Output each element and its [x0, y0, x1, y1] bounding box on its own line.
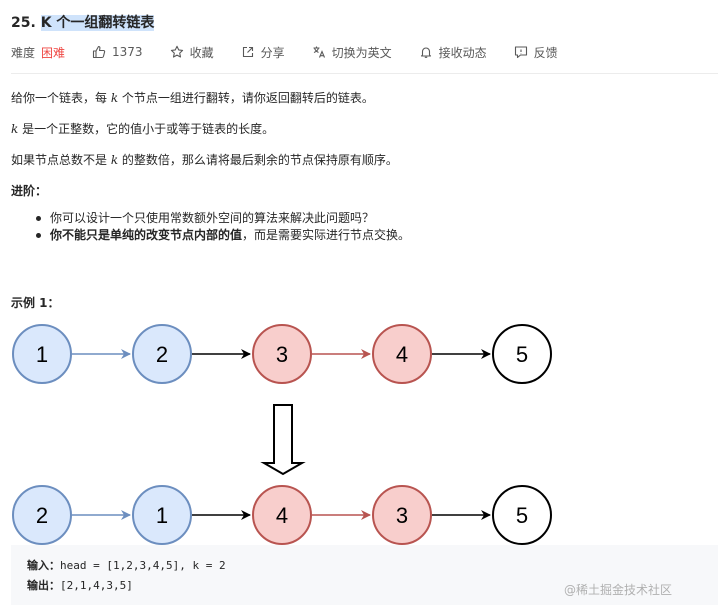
switch-language-label: 切换为英文 [331, 45, 392, 60]
node-label: 3 [276, 342, 288, 367]
difficulty-value: 困难 [41, 45, 66, 60]
advanced-heading: 进阶： [11, 184, 48, 198]
node: 4 [372, 324, 432, 384]
advanced-list: 你可以设计一个只使用常数额外空间的算法来解决此问题吗？ 你不能只是单纯的改变节点… [11, 210, 410, 244]
node: 2 [12, 485, 72, 545]
feedback-button[interactable]: 反馈 [514, 44, 558, 61]
like-button[interactable]: 1373 [92, 45, 143, 59]
desc-text: 是一个正整数，它的值小于或等于链表的长度。 [18, 122, 275, 136]
var-k: k [110, 91, 119, 105]
node-label: 1 [156, 503, 168, 528]
node: 3 [372, 485, 432, 545]
translate-icon [312, 45, 326, 59]
description-p3: 如果节点总数不是 k 的整数倍，那么请将最后剩余的节点保持原有顺序。 [11, 151, 398, 169]
node-label: 3 [396, 503, 408, 528]
node: 1 [132, 485, 192, 545]
list-item-bold: 你不能只是单纯的改变节点内部的值 [50, 228, 243, 242]
bell-icon [419, 45, 433, 59]
list-item: 你不能只是单纯的改变节点内部的值，而是需要实际进行节点交换。 [11, 227, 410, 244]
difficulty-label: 难度 [11, 45, 36, 60]
problem-title: 25. K 个一组翻转链表 [11, 13, 155, 33]
star-icon [170, 45, 184, 59]
desc-text: 给你一个链表，每 [11, 91, 111, 105]
input-label: 输入： [27, 559, 60, 572]
example-code-block: 输入：head = [1,2,3,4,5], k = 2 输出：[2,1,4,3… [11, 545, 718, 605]
favorite-button[interactable]: 收藏 [170, 44, 214, 61]
problem-number: 25. [11, 15, 36, 31]
share-button[interactable]: 分享 [241, 44, 285, 61]
input-line: 输入：head = [1,2,3,4,5], k = 2 [27, 557, 226, 573]
list-item-text: ，而是需要实际进行节点交换。 [242, 228, 411, 242]
problem-title-text: K 个一组翻转链表 [40, 15, 155, 31]
output-label: 输出： [27, 579, 60, 592]
output-value: [2,1,4,3,5] [60, 579, 133, 592]
desc-text: 的整数倍，那么请将最后剩余的节点保持原有顺序。 [118, 153, 398, 167]
node-label: 2 [156, 342, 168, 367]
share-icon [241, 45, 255, 59]
list-item: 你可以设计一个只使用常数额外空间的算法来解决此问题吗？ [11, 210, 410, 227]
watermark: @稀土掘金技术社区 [564, 583, 673, 597]
switch-language-button[interactable]: 切换为英文 [312, 44, 392, 61]
thumbs-up-icon [92, 45, 106, 59]
input-value: head = [1,2,3,4,5], k = 2 [60, 559, 226, 572]
notify-label: 接收动态 [438, 45, 487, 60]
node-label: 4 [276, 503, 288, 528]
node: 3 [252, 324, 312, 384]
down-arrow-icon [260, 404, 306, 476]
desc-text: 个节点一组进行翻转，请你返回翻转后的链表。 [118, 91, 374, 105]
example-heading: 示例 1： [11, 296, 60, 310]
like-count: 1373 [112, 45, 143, 59]
node-label: 1 [36, 342, 48, 367]
node-label: 2 [36, 503, 48, 528]
output-line: 输出：[2,1,4,3,5] [27, 577, 133, 593]
description-p1: 给你一个链表，每 k 个节点一组进行翻转，请你返回翻转后的链表。 [11, 89, 374, 107]
favorite-label: 收藏 [189, 45, 214, 60]
node: 1 [12, 324, 72, 384]
list-item-text: 你可以设计一个只使用常数额外空间的算法来解决此问题吗？ [50, 211, 375, 225]
node-label: 4 [396, 342, 408, 367]
share-label: 分享 [260, 45, 285, 60]
feedback-icon [514, 45, 528, 59]
node-label: 5 [516, 503, 528, 528]
node: 2 [132, 324, 192, 384]
var-k: k [11, 122, 19, 136]
node: 5 [492, 324, 552, 384]
var-k: k [110, 153, 119, 167]
node: 4 [252, 485, 312, 545]
linked-list-diagram: 1 2 3 4 5 2 1 4 3 5 [12, 324, 552, 545]
node-label: 5 [516, 342, 528, 367]
problem-meta-bar: 难度 困难 1373 收藏 分享 切换为英文 接收动态 反馈 [11, 43, 585, 61]
feedback-label: 反馈 [533, 45, 558, 60]
meta-divider [11, 73, 718, 74]
difficulty: 难度 困难 [11, 44, 65, 61]
notify-button[interactable]: 接收动态 [419, 44, 487, 61]
desc-text: 如果节点总数不是 [11, 153, 111, 167]
description-p2: k 是一个正整数，它的值小于或等于链表的长度。 [11, 120, 274, 138]
node: 5 [492, 485, 552, 545]
